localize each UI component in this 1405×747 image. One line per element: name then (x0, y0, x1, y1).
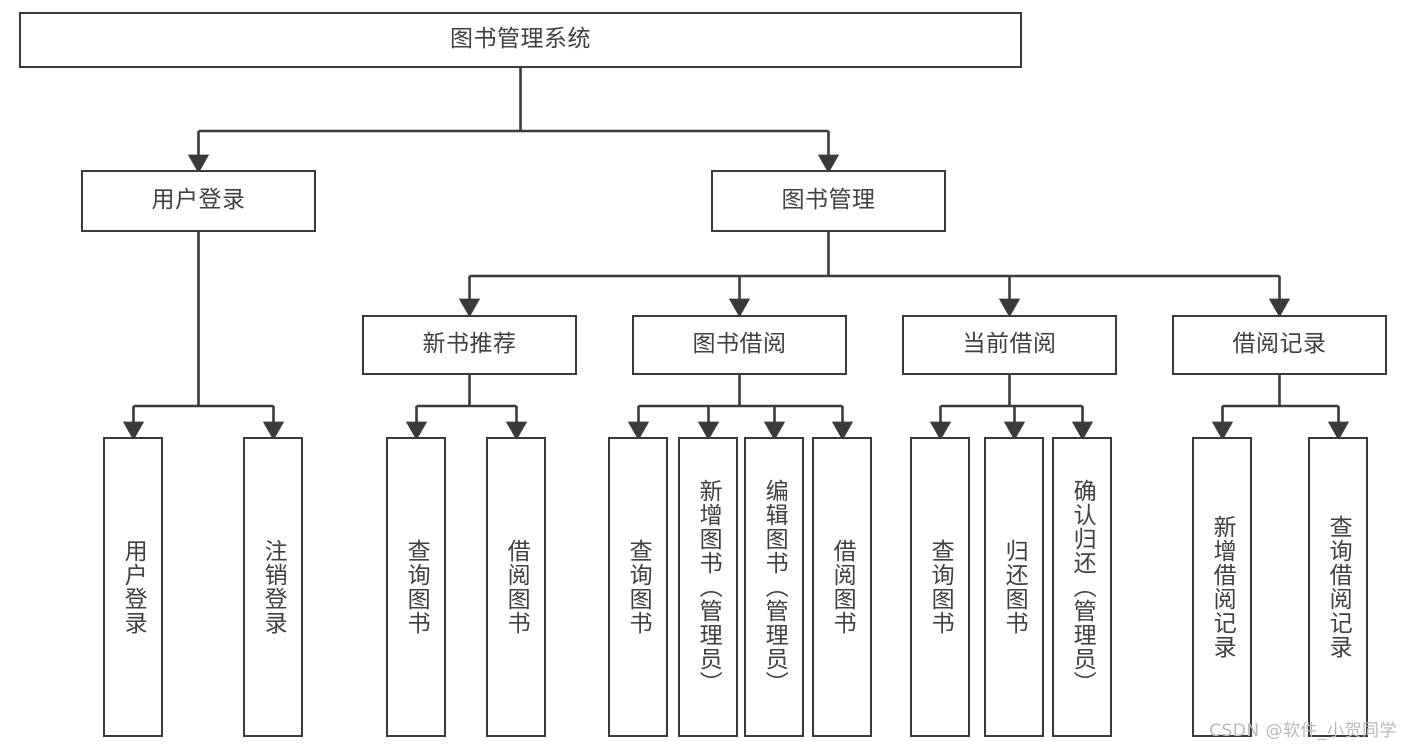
node-book-borrow-label: 图书借阅 (692, 331, 787, 358)
node-book-borrow[interactable]: 图书借阅 (632, 315, 847, 375)
leaf-node-label: 确认归还（管理员） (1069, 479, 1096, 695)
node-new-book-recommend[interactable]: 新书推荐 (362, 315, 577, 375)
node-user-login[interactable]: 用户登录 (81, 170, 316, 232)
node-current-borrow[interactable]: 当前借阅 (902, 315, 1117, 375)
leaf-node[interactable]: 借阅图书 (812, 437, 872, 737)
leaf-node-label: 借阅图书 (503, 539, 530, 635)
node-user-login-label: 用户登录 (151, 187, 246, 214)
leaf-node[interactable]: 查询借阅记录 (1308, 437, 1368, 737)
leaf-node[interactable]: 编辑图书（管理员） (744, 437, 804, 737)
leaf-node-label: 查询图书 (625, 539, 652, 635)
leaf-node[interactable]: 查询图书 (386, 437, 446, 737)
node-borrow-record-label: 借阅记录 (1232, 331, 1327, 358)
node-root[interactable]: 图书管理系统 (19, 12, 1022, 68)
node-book-management-label: 图书管理 (781, 187, 876, 214)
node-borrow-record[interactable]: 借阅记录 (1172, 315, 1387, 375)
leaf-node-label: 用户登录 (120, 539, 147, 635)
leaf-node[interactable]: 新增借阅记录 (1192, 437, 1252, 737)
leaf-node-label: 新增图书（管理员） (695, 479, 722, 695)
leaf-node-label: 借阅图书 (829, 539, 856, 635)
leaf-node[interactable]: 用户登录 (103, 437, 163, 737)
node-current-borrow-label: 当前借阅 (962, 331, 1057, 358)
leaf-node[interactable]: 查询图书 (608, 437, 668, 737)
leaf-node[interactable]: 查询图书 (910, 437, 970, 737)
leaf-node-label: 查询图书 (403, 539, 430, 635)
leaf-node[interactable]: 借阅图书 (486, 437, 546, 737)
leaf-node-label: 归还图书 (1001, 539, 1028, 635)
leaf-node-label: 注销登录 (260, 539, 287, 635)
leaf-node-label: 查询图书 (927, 539, 954, 635)
leaf-node-label: 编辑图书（管理员） (761, 479, 788, 695)
leaf-node[interactable]: 归还图书 (984, 437, 1044, 737)
leaf-node-label: 新增借阅记录 (1209, 515, 1236, 659)
node-new-book-recommend-label: 新书推荐 (422, 331, 517, 358)
node-root-label: 图书管理系统 (450, 26, 591, 53)
leaf-node[interactable]: 确认归还（管理员） (1052, 437, 1112, 737)
leaf-node[interactable]: 注销登录 (243, 437, 303, 737)
leaf-node-label: 查询借阅记录 (1325, 515, 1352, 659)
leaf-node[interactable]: 新增图书（管理员） (678, 437, 738, 737)
node-book-management[interactable]: 图书管理 (711, 170, 946, 232)
csdn-watermark: CSDN @软件_小贺同学 (1209, 721, 1397, 741)
